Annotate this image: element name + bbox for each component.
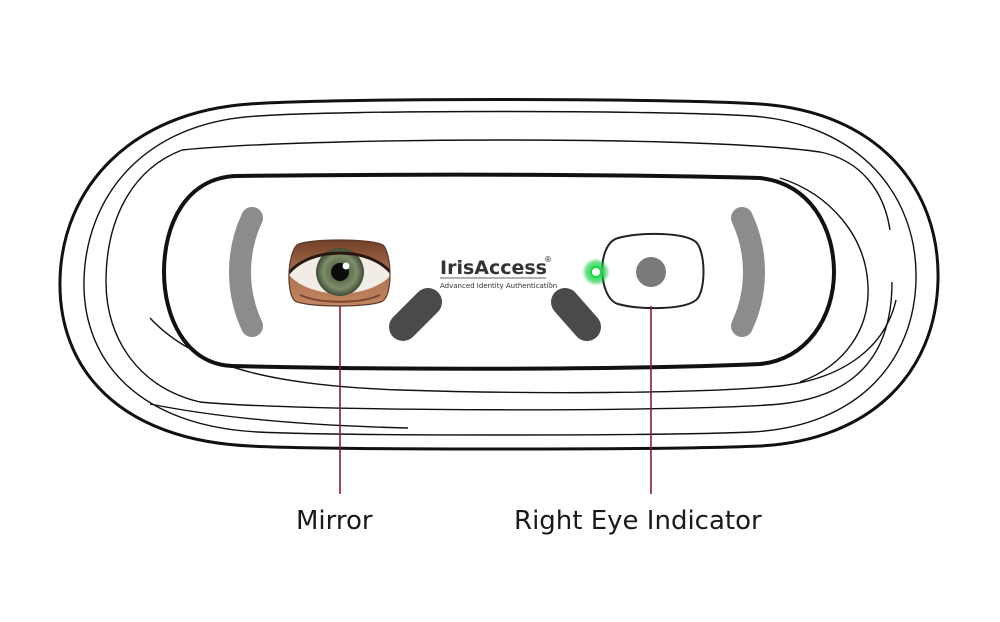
sensor-dot: [636, 257, 666, 287]
device-shell: [58, 98, 940, 451]
right-guide-bar: [731, 207, 765, 337]
left-dark-pad: [389, 288, 442, 341]
front-panel: [161, 172, 837, 371]
brand-logo: IrisAccess ® Advanced Identity Authentic…: [440, 255, 557, 290]
brand-registered-mark: ®: [544, 255, 552, 264]
shell-inner-contour: [83, 110, 917, 436]
brand-tagline-mark: ™: [547, 282, 552, 288]
mirror-label: Mirror: [296, 506, 373, 536]
led-indicator-icon: [582, 258, 610, 286]
right-dark-pad: [551, 288, 601, 341]
shell-top-ridge: [181, 139, 891, 231]
brand-name: IrisAccess: [440, 257, 547, 279]
shell-bottom-ridge: [199, 281, 893, 411]
left-guide-bar: [229, 207, 263, 337]
shell-lower-groove: [149, 299, 897, 394]
eye-mirror-icon: [288, 239, 391, 307]
outer-shell-outline: [58, 98, 940, 451]
brand-tagline: Advanced Identity Authentication: [440, 282, 557, 290]
right-eye-indicator-label: Right Eye Indicator: [514, 506, 762, 536]
shell-right-fold: [779, 177, 869, 383]
shell-bottom-edge: [149, 403, 409, 429]
shell-left-ridge: [105, 149, 201, 403]
